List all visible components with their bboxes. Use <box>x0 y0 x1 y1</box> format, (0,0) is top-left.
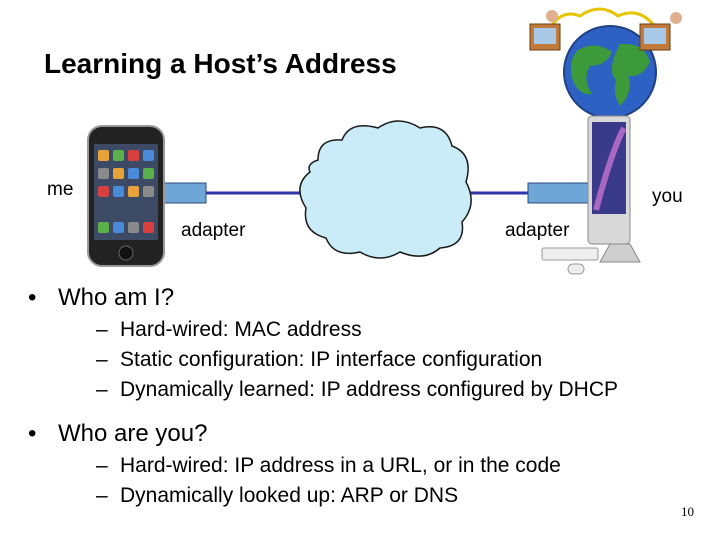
dash-icon: – <box>96 454 108 477</box>
dash-icon: – <box>96 318 108 341</box>
sub-bullet-item: –Dynamically learned: IP address configu… <box>96 378 619 401</box>
smartphone-icon <box>87 125 165 267</box>
sub-bullet-item: –Dynamically looked up: ARP or DNS <box>96 484 459 507</box>
globe-network-icon <box>529 7 682 119</box>
right-adapter-label: adapter <box>505 220 570 241</box>
network-cloud <box>299 120 472 259</box>
bullet-dot-icon: • <box>28 420 37 447</box>
bullet-dot-icon: • <box>28 284 37 311</box>
sub-bullet-item: –Hard-wired: IP address in a URL, or in … <box>96 454 561 477</box>
right-adapter <box>527 182 597 204</box>
bullet-item: •Who am I? <box>28 284 175 311</box>
you-label: you <box>652 186 683 207</box>
slide-title: Learning a Host’s Address <box>44 48 397 79</box>
dash-icon: – <box>96 484 108 507</box>
me-label: me <box>47 179 74 200</box>
left-adapter-label: adapter <box>181 220 246 241</box>
page-number: 10 <box>681 504 694 519</box>
bullet-list: •Who am I? –Hard-wired: MAC address –Sta… <box>28 284 708 514</box>
network-diagram <box>87 7 682 275</box>
desktop-computer-icon <box>541 115 641 275</box>
bullet-item: •Who are you? <box>28 420 208 447</box>
sub-bullet-item: –Static configuration: IP interface conf… <box>96 348 543 371</box>
dash-icon: – <box>96 378 108 401</box>
sub-bullet-item: –Hard-wired: MAC address <box>96 318 362 341</box>
dash-icon: – <box>96 348 108 371</box>
